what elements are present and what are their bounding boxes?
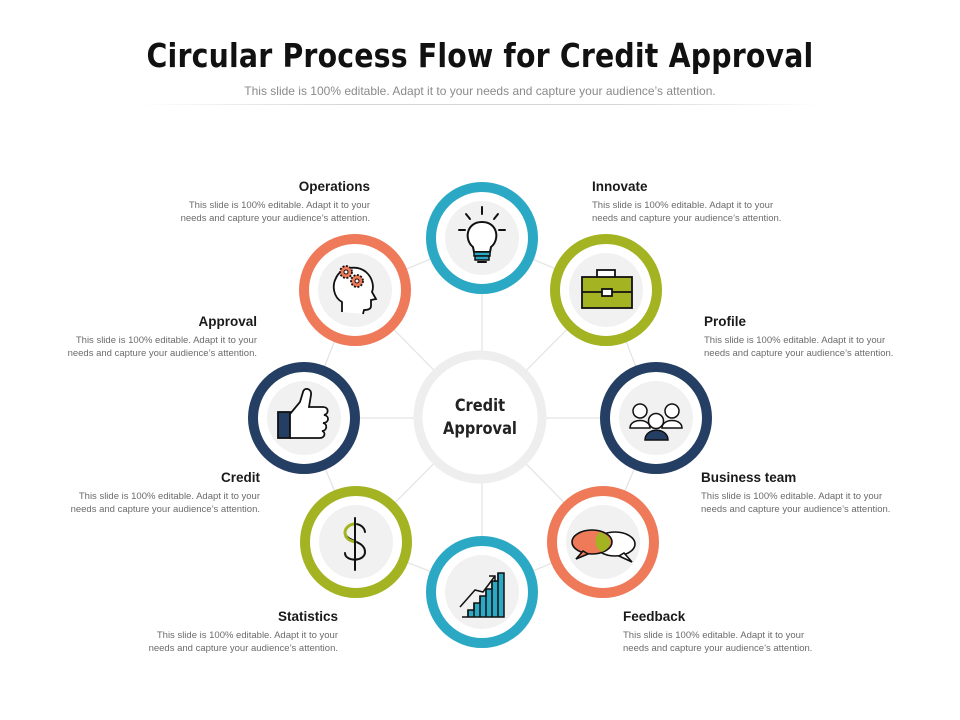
label-innovate-title: Innovate bbox=[592, 179, 648, 194]
center-label-line2: Approval bbox=[443, 419, 517, 439]
label-statistics: Statistics This slide is 100% editable. … bbox=[98, 609, 338, 655]
center-label-line1: Credit bbox=[454, 396, 506, 416]
team-icon bbox=[629, 403, 683, 441]
node-business-team bbox=[600, 362, 712, 474]
label-business-team-title: Business team bbox=[701, 470, 797, 485]
title-divider bbox=[140, 104, 820, 105]
label-credit-desc-line2: needs and capture your audience’s attent… bbox=[70, 504, 260, 515]
label-feedback-desc-line2: needs and capture your audience’s attent… bbox=[623, 643, 813, 654]
label-innovate-desc-line1: This slide is 100% editable. Adapt it to… bbox=[592, 200, 774, 211]
label-statistics-desc-line1: This slide is 100% editable. Adapt it to… bbox=[156, 630, 338, 641]
label-business-team: Business team This slide is 100% editabl… bbox=[701, 470, 941, 516]
briefcase-icon bbox=[581, 269, 633, 309]
center-label: Credit Approval bbox=[424, 395, 536, 441]
label-profile-title: Profile bbox=[704, 314, 747, 329]
lightbulb-icon bbox=[458, 206, 506, 263]
gears-head-icon bbox=[332, 265, 378, 315]
label-credit: Credit This slide is 100% editable. Adap… bbox=[20, 470, 260, 516]
growth-chart-icon bbox=[459, 572, 505, 618]
label-operations-desc-line1: This slide is 100% editable. Adapt it to… bbox=[188, 200, 370, 211]
label-innovate-desc-line2: needs and capture your audience’s attent… bbox=[592, 213, 782, 224]
speech-bubbles-icon bbox=[571, 529, 636, 563]
label-statistics-desc-line2: needs and capture your audience’s attent… bbox=[148, 643, 338, 654]
label-approval-title: Approval bbox=[198, 314, 257, 329]
label-business-team-desc-line1: This slide is 100% editable. Adapt it to… bbox=[701, 491, 883, 502]
label-feedback-desc-line1: This slide is 100% editable. Adapt it to… bbox=[623, 630, 805, 641]
page-subtitle: This slide is 100% editable. Adapt it to… bbox=[244, 84, 716, 98]
label-approval-desc-line2: needs and capture your audience’s attent… bbox=[67, 348, 257, 359]
label-feedback-title: Feedback bbox=[623, 609, 686, 624]
thumbs-up-icon bbox=[277, 388, 329, 439]
label-profile-desc-line1: This slide is 100% editable. Adapt it to… bbox=[704, 335, 886, 346]
label-operations: Operations This slide is 100% editable. … bbox=[130, 179, 370, 225]
label-operations-title: Operations bbox=[298, 179, 370, 194]
label-business-team-desc-line2: needs and capture your audience’s attent… bbox=[701, 504, 891, 515]
label-profile-desc-line2: needs and capture your audience’s attent… bbox=[704, 348, 894, 359]
center-hub bbox=[413, 350, 547, 484]
label-innovate: Innovate This slide is 100% editable. Ad… bbox=[592, 179, 832, 225]
label-feedback: Feedback This slide is 100% editable. Ad… bbox=[623, 609, 863, 655]
label-approval-desc-line1: This slide is 100% editable. Adapt it to… bbox=[75, 335, 257, 346]
page-title: Circular Process Flow for Credit Approva… bbox=[146, 36, 814, 75]
label-profile: Profile This slide is 100% editable. Ada… bbox=[704, 314, 944, 360]
label-approval: Approval This slide is 100% editable. Ad… bbox=[17, 314, 257, 360]
label-credit-title: Credit bbox=[220, 470, 260, 485]
dollar-icon bbox=[343, 517, 367, 571]
label-statistics-title: Statistics bbox=[277, 609, 338, 624]
label-operations-desc-line2: needs and capture your audience’s attent… bbox=[180, 213, 370, 224]
label-credit-desc-line1: This slide is 100% editable. Adapt it to… bbox=[78, 491, 260, 502]
